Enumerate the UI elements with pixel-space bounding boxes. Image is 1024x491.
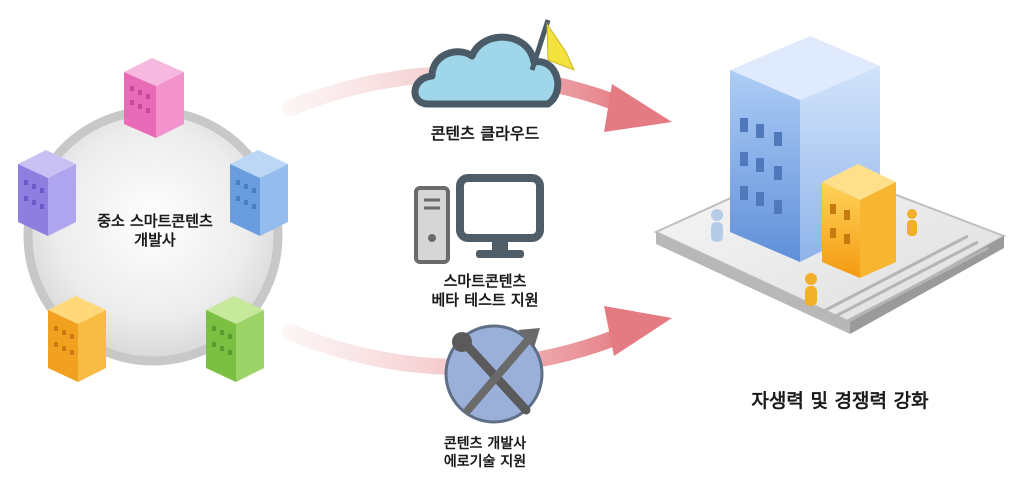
building-green-icon — [206, 296, 264, 382]
tech-label-line1: 콘텐츠 개발사 — [443, 436, 527, 452]
building-purple-icon — [18, 150, 76, 236]
tech-label-line2: 에로기술 지원 — [443, 453, 527, 470]
computer-icon — [414, 174, 544, 264]
building-orange-icon — [48, 296, 106, 382]
cloud-flag-icon — [411, 19, 575, 108]
beta-label-line1: 스마트콘텐츠 — [443, 272, 527, 290]
circle-title-line1: 중소 스마트콘텐츠 — [97, 212, 213, 230]
city-building-icon — [653, 36, 1007, 334]
cloud-support-label: 콘텐츠 클라우드 — [395, 124, 575, 144]
building-pink-icon — [124, 58, 184, 138]
circle-title-line2: 개발사 — [134, 230, 176, 249]
result-label: 자생력 및 경쟁력 강화 — [751, 390, 929, 412]
building-blue-icon — [230, 150, 288, 236]
beta-label-line2: 베타 테스트 지원 — [431, 290, 539, 309]
tech-support-label: 콘텐츠 개발사 에로기술 지원 — [395, 436, 575, 471]
tools-icon — [444, 324, 544, 424]
beta-support-label: 스마트콘텐츠 베타 테스트 지원 — [395, 272, 575, 310]
cloud-label-line1: 콘텐츠 클라우드 — [430, 124, 540, 143]
circle-title: 중소 스마트콘텐츠 개발사 — [70, 212, 240, 250]
